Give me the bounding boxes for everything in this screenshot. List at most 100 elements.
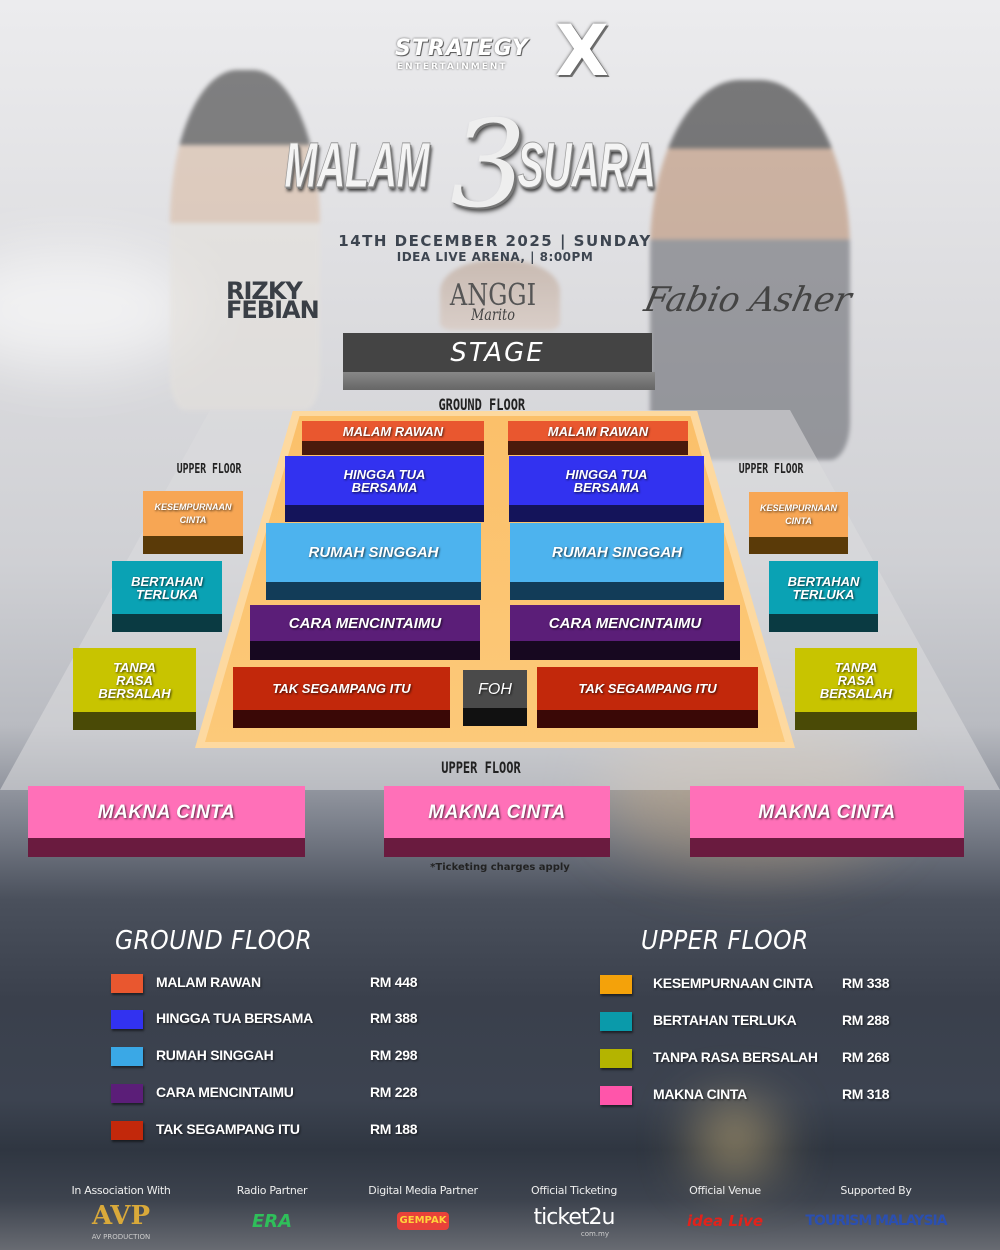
legend-swatch — [111, 1121, 143, 1140]
section-label: CARA MENCINTAIMU — [548, 614, 702, 632]
section-label: HINGGA TUA BERSAMA — [565, 466, 648, 495]
legend-section-name: TAK SEGAMPANG ITU — [156, 1121, 300, 1137]
section-label: MAKNA CINTA — [428, 801, 566, 823]
partner-logo: TOURISM MALAYSIA — [801, 1200, 951, 1242]
legend-price: RM 288 — [842, 1012, 890, 1028]
section-label: CARA MENCINTAIMU — [288, 614, 442, 632]
section-label: TANPA RASA BERSALAH — [98, 659, 171, 701]
foh-booth: FOH — [463, 670, 527, 726]
legend-swatch — [111, 974, 143, 993]
section-bertahan-terluka-left[interactable]: BERTAHAN TERLUKA — [112, 561, 222, 632]
artist-name-rizky: RIZKY FEBIAN — [226, 277, 320, 324]
section-label: MAKNA CINTA — [97, 801, 236, 823]
section-hingga-tua-bersama-right[interactable]: HINGGA TUA BERSAMA — [509, 456, 704, 522]
ticketing-charges-note: *Ticketing charges apply — [430, 862, 570, 873]
section-cara-mencintaimu-left[interactable]: CARA MENCINTAIMU — [250, 605, 480, 660]
legend-price: RM 268 — [842, 1049, 890, 1065]
section-makna-cinta-center[interactable]: MAKNA CINTA — [384, 786, 610, 857]
section-tak-segampang-itu-left[interactable]: TAK SEGAMPANG ITU — [233, 667, 450, 728]
section-makna-cinta-right[interactable]: MAKNA CINTA — [690, 786, 964, 857]
partner-logo-text: TOURISM MALAYSIA — [805, 1212, 947, 1229]
stage-front — [343, 372, 655, 390]
partner-role-label: Digital Media Partner — [368, 1184, 478, 1197]
upper-floor-pricing-title: UPPER FLOOR — [641, 926, 809, 956]
section-label: RUMAH SINGGAH — [308, 544, 439, 561]
organizer-logo-x: X — [555, 10, 609, 92]
partner-logo-subtext: AV PRODUCTION — [91, 1233, 151, 1241]
light-flare — [700, 1110, 770, 1170]
event-title-right: SUARA — [517, 129, 656, 202]
foh-label: FOH — [478, 680, 512, 698]
partner-logo-text: idea Live — [686, 1212, 764, 1230]
section-label: HINGGA TUA BERSAMA — [343, 466, 426, 495]
legend-section-name: KESEMPURNAAN CINTA — [653, 975, 814, 991]
section-tak-segampang-itu-right[interactable]: TAK SEGAMPANG ITU — [537, 667, 758, 728]
legend-section-name: MAKNA CINTA — [653, 1086, 747, 1102]
section-label: MALAM RAWAN — [547, 423, 649, 439]
section-tanpa-rasa-bersalah-left[interactable]: TANPA RASA BERSALAH — [73, 648, 196, 730]
legend-price: RM 448 — [370, 974, 418, 990]
section-tanpa-rasa-bersalah-right[interactable]: TANPA RASA BERSALAH — [795, 648, 917, 730]
legend-price: RM 228 — [370, 1084, 418, 1100]
legend-price: RM 298 — [370, 1047, 418, 1063]
partner-role-label: Official Ticketing — [530, 1184, 617, 1197]
section-malam-rawan-right[interactable]: MALAM RAWAN — [508, 421, 688, 455]
stage: STAGE — [343, 333, 652, 372]
section-rumah-singgah-right[interactable]: RUMAH SINGGAH — [510, 523, 724, 600]
section-kesempurnaan-cinta-left[interactable]: KESEMPURNAAN CINTA — [143, 491, 243, 554]
partner-logo-text: ticket2u — [533, 1204, 616, 1230]
legend-swatch — [600, 975, 632, 994]
legend-section-name: TANPA RASA BERSALAH — [653, 1049, 818, 1065]
organizer-logo: STRATEGY ENTERTAINMENT X — [395, 10, 610, 92]
partner-logo: idea Live — [650, 1200, 800, 1242]
light-glow — [0, 250, 200, 370]
section-cara-mencintaimu-right[interactable]: CARA MENCINTAIMU — [510, 605, 740, 660]
section-label: KESEMPURNAAN CINTA — [759, 502, 837, 526]
legend-price: RM 388 — [370, 1010, 418, 1026]
partner-role-label: Radio Partner — [236, 1184, 308, 1197]
section-label: TANPA RASA BERSALAH — [819, 659, 893, 701]
section-makna-cinta-left[interactable]: MAKNA CINTA — [28, 786, 305, 857]
partner-role-label: In Association With — [71, 1184, 171, 1197]
legend-section-name: RUMAH SINGGAH — [156, 1047, 274, 1063]
artist-name-anggi-first: ANGGI — [449, 278, 537, 313]
artist-name-anggi-last: Marito — [471, 305, 515, 324]
upper-floor-label-center: UPPER FLOOR — [441, 758, 521, 777]
section-hingga-tua-bersama-left[interactable]: HINGGA TUA BERSAMA — [285, 456, 484, 522]
section-malam-rawan-left[interactable]: MALAM RAWAN — [302, 421, 484, 455]
event-date: 14TH DECEMBER 2025 | SUNDAY — [338, 232, 652, 250]
legend-swatch — [111, 1010, 143, 1029]
partner-logo-text: AVP — [91, 1201, 150, 1231]
organizer-logo-text: STRATEGY — [395, 36, 529, 61]
partner-role-label: Supported By — [840, 1184, 912, 1197]
section-label: KESEMPURNAAN CINTA — [154, 501, 232, 525]
section-label: RUMAH SINGGAH — [552, 544, 682, 561]
stage-label: STAGE — [450, 337, 545, 368]
section-kesempurnaan-cinta-right[interactable]: KESEMPURNAAN CINTA — [749, 492, 848, 554]
partner-logo-text: GEMPAK — [396, 1212, 450, 1230]
legend-price: RM 188 — [370, 1121, 418, 1137]
upper-floor-label-left: UPPER FLOOR — [176, 462, 242, 477]
legend-swatch — [111, 1047, 143, 1066]
legend-section-name: BERTAHAN TERLUKA — [653, 1012, 797, 1028]
section-label: TAK SEGAMPANG ITU — [272, 681, 411, 696]
artist-photo-fabio — [650, 80, 850, 460]
ground-floor-pricing-title: GROUND FLOOR — [115, 926, 313, 956]
section-bertahan-terluka-right[interactable]: BERTAHAN TERLUKA — [769, 561, 878, 632]
section-label: BERTAHAN TERLUKA — [787, 573, 860, 602]
partner-logo: GEMPAK — [348, 1200, 498, 1242]
legend-price: RM 318 — [842, 1086, 890, 1102]
legend-section-name: MALAM RAWAN — [156, 974, 261, 990]
section-label: BERTAHAN TERLUKA — [131, 573, 203, 602]
legend-price: RM 338 — [842, 975, 890, 991]
partner-logo-text: ERA — [251, 1210, 293, 1232]
organizer-logo-subtext: ENTERTAINMENT — [397, 62, 508, 72]
section-label: TAK SEGAMPANG ITU — [578, 681, 717, 696]
artist-photo-rizky — [170, 70, 320, 410]
artist-name-fabio: Fabio Asher — [640, 280, 856, 320]
legend-swatch — [600, 1049, 632, 1068]
section-rumah-singgah-left[interactable]: RUMAH SINGGAH — [266, 523, 481, 600]
event-title-left: MALAM — [284, 129, 430, 202]
